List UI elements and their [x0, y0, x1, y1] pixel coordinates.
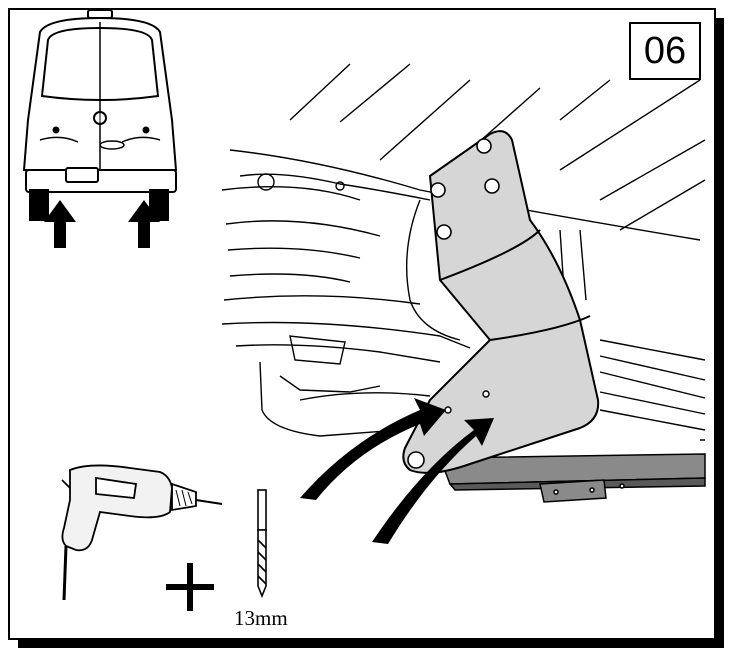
- step-number: 06: [643, 29, 687, 72]
- chassis-lines: [221, 63, 706, 437]
- drill-bit-size-label: 13mm: [234, 606, 288, 630]
- drill-icon: [61, 464, 223, 601]
- bumper-bar: [438, 439, 706, 503]
- frame-shadow-right: [716, 18, 724, 648]
- tow-bracket: [402, 130, 600, 474]
- step-number-box: 06: [629, 22, 701, 80]
- bolt-heads: [407, 138, 500, 469]
- arrow-up-icon: [44, 200, 160, 248]
- van-rear-icon: [22, 9, 178, 221]
- frame-shadow-bottom: [18, 640, 724, 648]
- plus-icon: [166, 563, 214, 611]
- drill-bit-icon: [257, 489, 267, 599]
- arrow-insert-icon: [300, 398, 494, 544]
